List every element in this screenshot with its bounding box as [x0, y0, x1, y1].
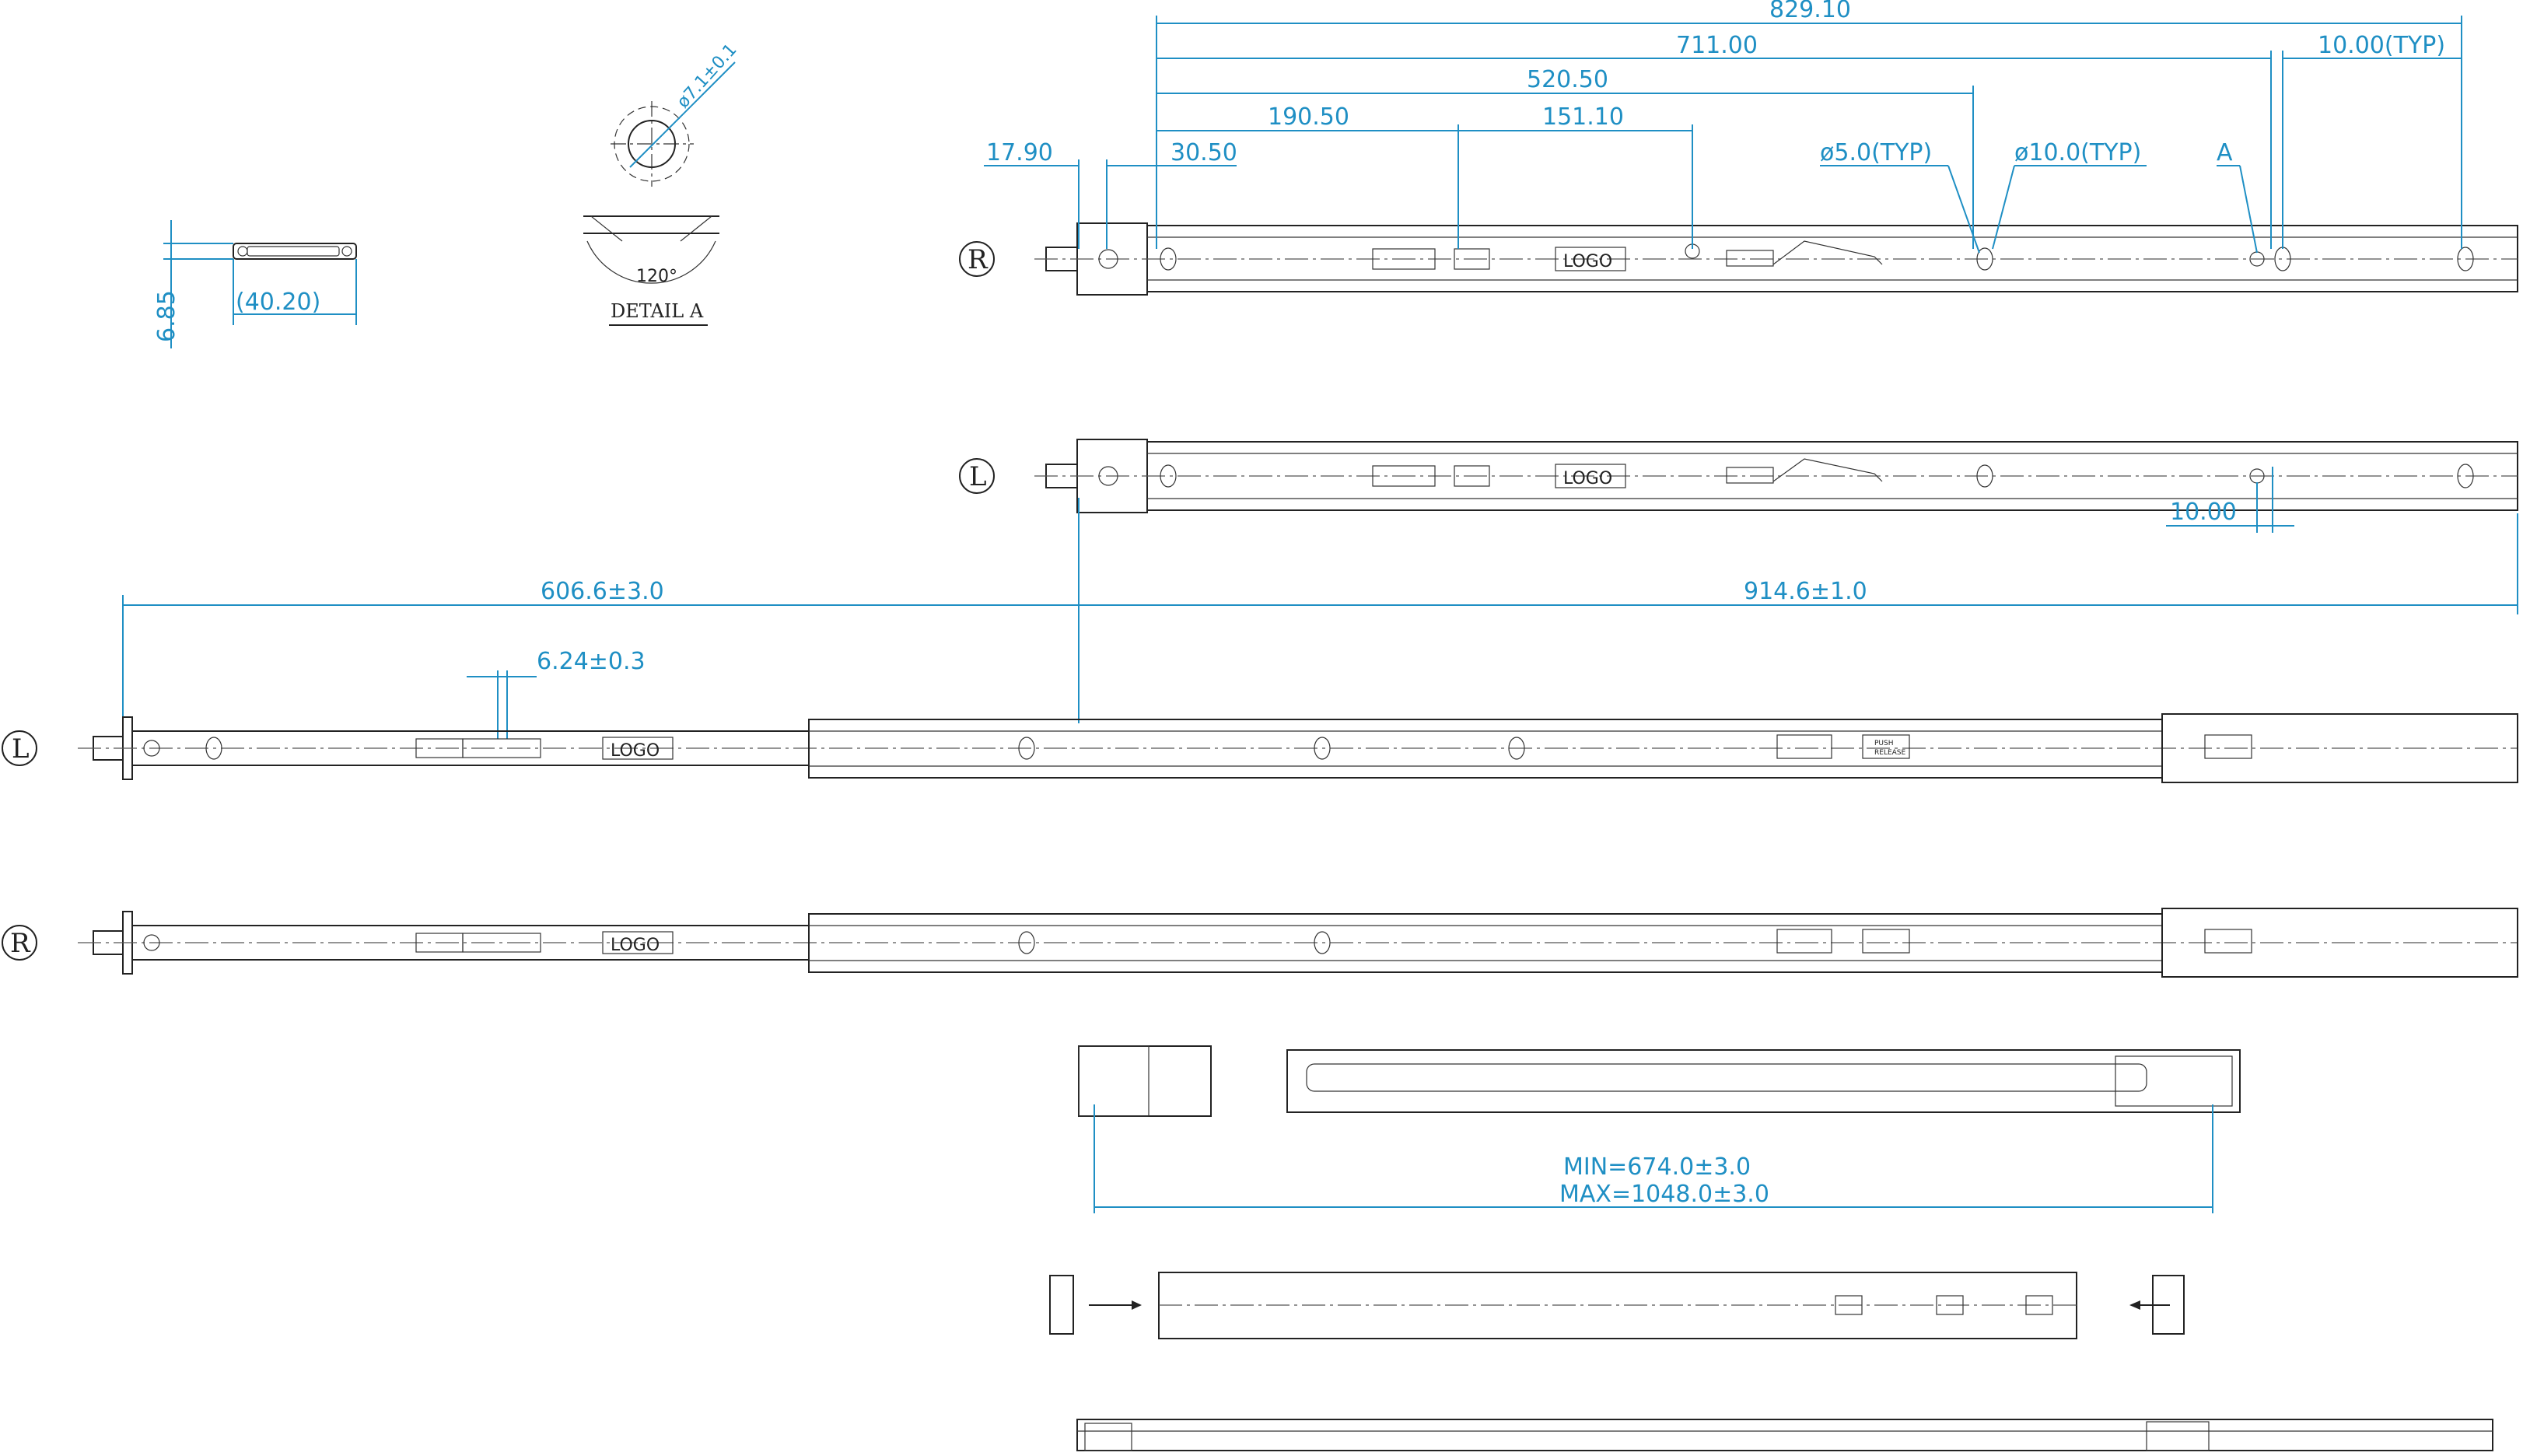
dim-min: MIN=674.0±3.0 — [1563, 1153, 1751, 1181]
top-dimensions: 829.10 711.00 10.00(TYP) 520.50 190.50 1… — [984, 0, 2462, 254]
dim-520-50: 520.50 — [1527, 66, 1608, 93]
dim-914-6: 914.6±1.0 — [1744, 578, 1867, 605]
dim-phi-5: ø5.0(TYP) — [1820, 139, 1932, 166]
dim-10-typ: 10.00(TYP) — [2318, 32, 2445, 59]
dim-829-10: 829.10 — [1769, 0, 1851, 23]
view-r-extended: R LOGO — [2, 908, 2518, 978]
dim-17-90: 17.90 — [986, 139, 1053, 166]
dim-6-85: 6.85 — [153, 290, 180, 342]
dim-hole-7-1: ø7.1±0.1 — [674, 40, 741, 112]
view-l-retracted: L LOGO 10.00 — [959, 439, 2518, 533]
view-r-label-1: R — [968, 244, 989, 275]
bracket-view: MIN=674.0±3.0 MAX=1048.0±3.0 — [1078, 1045, 2241, 1213]
logo-mark-r2: LOGO — [611, 936, 660, 955]
logo-mark-r1: LOGO — [1563, 252, 1612, 271]
view-l-label-1: L — [969, 461, 987, 492]
dim-711-00: 711.00 — [1676, 32, 1758, 59]
rail-side-view — [1076, 1419, 2493, 1451]
dim-40-20: (40.20) — [236, 289, 320, 316]
ref-a: A — [2217, 139, 2233, 166]
detail-a-title: DETAIL A — [611, 300, 704, 322]
detail-a-view: ø7.1±0.1 120° DETAIL A — [583, 40, 741, 326]
dim-phi-10: ø10.0(TYP) — [2014, 139, 2141, 166]
logo-mark-l1: LOGO — [1563, 469, 1612, 488]
dim-10-00: 10.00 — [2170, 499, 2237, 526]
view-l-extended: L LOGO PUSH RELEASE — [2, 713, 2518, 783]
dim-max: MAX=1048.0±3.0 — [1559, 1181, 1769, 1208]
dim-6-24: 6.24±0.3 — [537, 648, 646, 675]
dim-30-50: 30.50 — [1171, 139, 1237, 166]
length-dimensions: 606.6±3.0 914.6±1.0 6.24±0.3 — [122, 498, 2518, 739]
view-l-label-2: L — [12, 733, 30, 765]
dim-151-10: 151.10 — [1542, 103, 1624, 131]
view-r-retracted: R LOGO — [959, 222, 2518, 296]
view-r-label-2: R — [10, 928, 31, 959]
dim-190-50: 190.50 — [1268, 103, 1349, 131]
rail-top-view — [1049, 1272, 2185, 1339]
push-label-l: PUSH — [1874, 740, 1894, 747]
angle-label: 120° — [636, 267, 677, 286]
release-label-l: RELEASE — [1874, 749, 1906, 757]
cross-section-view: 6.85 (40.20) — [153, 220, 357, 348]
logo-mark-l2: LOGO — [611, 741, 660, 761]
dim-606-6: 606.6±3.0 — [541, 578, 664, 605]
